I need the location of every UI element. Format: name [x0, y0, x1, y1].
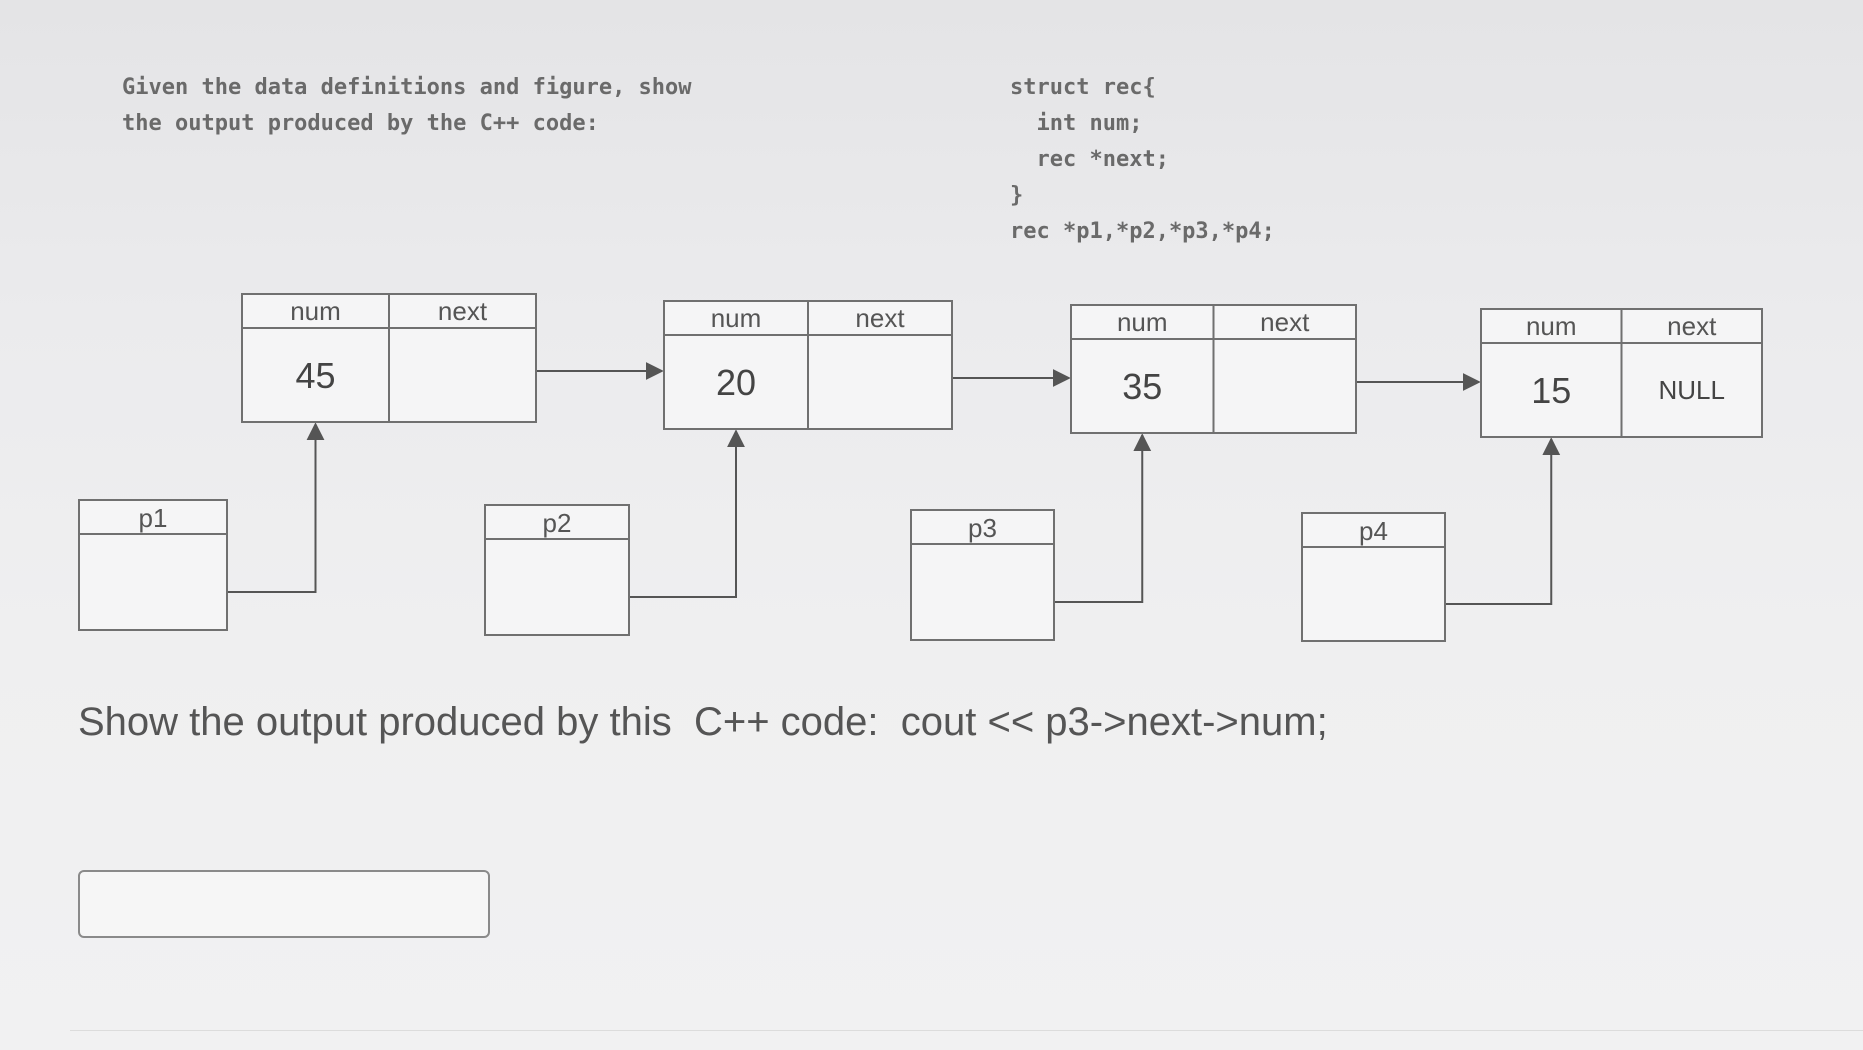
answer-input[interactable] [78, 870, 490, 938]
num-value: 35 [1122, 366, 1162, 407]
node-1: num next 45 [241, 293, 537, 423]
pointer-box [78, 499, 228, 631]
pointer-arrow [1054, 433, 1152, 603]
struct-line-1: struct rec{ [1010, 75, 1156, 100]
num-value: 15 [1531, 370, 1571, 411]
pointer-arrow [1445, 437, 1561, 605]
struct-code: struct rec{ int num; rec *next; } rec *p… [1010, 70, 1275, 250]
num-value: 20 [716, 362, 756, 403]
struct-line-4: } [1010, 183, 1024, 208]
instructions-line-2: the output produced by the C++ code: [122, 111, 599, 136]
pointer-p4: p4 [1301, 512, 1446, 642]
pointer-box [910, 509, 1055, 641]
next-header-label: next [1667, 311, 1717, 341]
instructions-line-1: Given the data definitions and figure, s… [122, 75, 692, 100]
num-header-label: num [711, 303, 762, 333]
divider [70, 1030, 1863, 1031]
node-2: num next 20 [663, 300, 953, 430]
node-3: num next 35 [1070, 304, 1357, 434]
pointer-box [484, 504, 630, 636]
num-header-label: num [1117, 307, 1168, 337]
pointer-p2: p2 [484, 504, 630, 636]
num-header-label: num [290, 296, 341, 326]
node-4: num next 15 NULL [1480, 308, 1763, 438]
pointer-box [1301, 512, 1446, 642]
pointer-p3: p3 [910, 509, 1055, 641]
next-value: NULL [1659, 375, 1725, 405]
next-header-label: next [855, 303, 905, 333]
pointer-label: p4 [1359, 516, 1388, 546]
question-text: Show the output produced by this C++ cod… [78, 700, 1328, 744]
pointer-label: p2 [543, 508, 572, 538]
struct-line-3: rec *next; [1010, 147, 1169, 172]
pointer-arrow [227, 422, 325, 593]
struct-line-5: rec *p1,*p2,*p3,*p4; [1010, 219, 1275, 244]
instructions-text: Given the data definitions and figure, s… [122, 70, 692, 142]
pointer-p1: p1 [78, 499, 228, 631]
next-header-label: next [438, 296, 488, 326]
pointer-arrow [629, 429, 745, 598]
pointer-label: p1 [139, 503, 168, 533]
num-header-label: num [1526, 311, 1577, 341]
next-header-label: next [1260, 307, 1310, 337]
pointer-label: p3 [968, 513, 997, 543]
struct-line-2: int num; [1010, 111, 1143, 136]
num-value: 45 [295, 355, 335, 396]
